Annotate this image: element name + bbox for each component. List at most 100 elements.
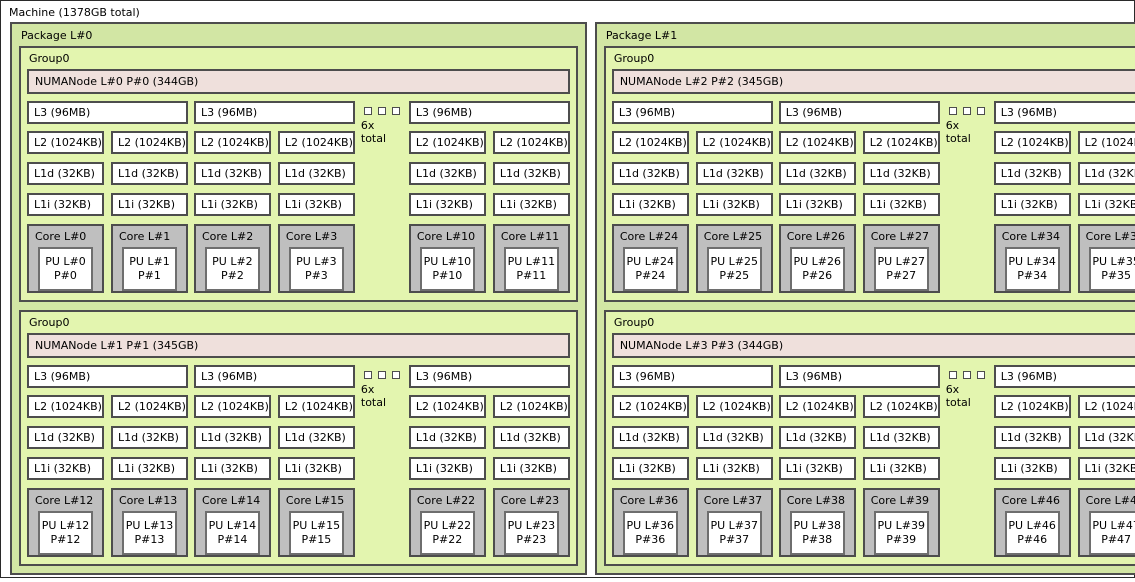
l3-cache-label: L3 (96MB) bbox=[1000, 106, 1057, 119]
pu-label-logical: PU L#22 bbox=[423, 519, 472, 532]
core-column: L2 (1024KB)L1d (32KB)L1i (32KB)Core L#12… bbox=[27, 395, 104, 557]
l2-cache-label: L2 (1024KB) bbox=[499, 400, 568, 413]
l3-cache-box: L3 (96MB) bbox=[778, 101, 940, 124]
core-label: Core L#27 bbox=[870, 230, 930, 243]
l1d-cache-label: L1d (32KB) bbox=[34, 167, 95, 180]
core-label: Core L#22 bbox=[416, 494, 476, 507]
l1i-cache-box: L1i (32KB) bbox=[695, 193, 773, 216]
l3-column: L3 (96MB)L2 (1024KB)L1d (32KB)L1i (32KB)… bbox=[408, 101, 570, 293]
l1d-cache-box: L1d (32KB) bbox=[993, 162, 1071, 185]
core-column: L2 (1024KB)L1d (32KB)L1i (32KB)Core L#46… bbox=[993, 395, 1071, 557]
core-label: Core L#0 bbox=[35, 230, 87, 243]
l1i-cache-label: L1i (32KB) bbox=[618, 198, 676, 211]
pu-label-physical: P#13 bbox=[134, 533, 165, 546]
l2-cache-label: L2 (1024KB) bbox=[1000, 136, 1069, 149]
l1i-cache-box: L1i (32KB) bbox=[408, 193, 486, 216]
pu-label-logical: PU L#0 bbox=[45, 255, 86, 268]
core-label: Core L#15 bbox=[285, 494, 345, 507]
pu-label-logical: PU L#38 bbox=[793, 519, 841, 532]
l1d-cache-box: L1d (32KB) bbox=[695, 162, 773, 185]
pu-label-logical: PU L#3 bbox=[296, 255, 337, 268]
pu-box: PU L#35P#35 bbox=[1088, 247, 1135, 291]
l2-cache-label: L2 (1024KB) bbox=[117, 136, 186, 149]
core-label: Core L#25 bbox=[703, 230, 763, 243]
l2-cache-box: L2 (1024KB) bbox=[1077, 131, 1135, 154]
l3-column: L3 (96MB)L2 (1024KB)L1d (32KB)L1i (32KB)… bbox=[193, 365, 355, 557]
core-column: L2 (1024KB)L1d (32KB)L1i (32KB)Core L#39… bbox=[862, 395, 940, 557]
pu-label-logical: PU L#34 bbox=[1008, 255, 1056, 268]
l1i-cache-box: L1i (32KB) bbox=[1077, 193, 1135, 216]
l2-cache-box: L2 (1024KB) bbox=[110, 131, 188, 154]
l2-cache-label: L2 (1024KB) bbox=[785, 136, 854, 149]
l1d-cache-label: L1d (32KB) bbox=[702, 431, 764, 444]
l1d-cache-label: L1d (32KB) bbox=[200, 167, 262, 180]
l1d-cache-label: L1d (32KB) bbox=[415, 167, 477, 180]
pu-label-physical: P#11 bbox=[516, 269, 547, 282]
l1i-cache-box: L1i (32KB) bbox=[611, 457, 689, 480]
pu-label-physical: P#38 bbox=[802, 533, 833, 546]
ellipsis-square-icon bbox=[391, 371, 400, 379]
numanode-label: NUMANode L#2 P#2 (345GB) bbox=[619, 75, 784, 88]
pu-label-logical: PU L#26 bbox=[793, 255, 841, 268]
l1i-cache-label: L1i (32KB) bbox=[200, 198, 258, 211]
l2-cache-label: L2 (1024KB) bbox=[618, 400, 687, 413]
l2-cache-label: L2 (1024KB) bbox=[415, 400, 484, 413]
l2-cache-label: L2 (1024KB) bbox=[1000, 400, 1069, 413]
l1d-cache-box: L1d (32KB) bbox=[408, 426, 486, 449]
l1d-cache-box: L1d (32KB) bbox=[993, 426, 1071, 449]
core-column: L2 (1024KB)L1d (32KB)L1i (32KB)Core L#13… bbox=[110, 395, 188, 557]
l1d-cache-label: L1d (32KB) bbox=[869, 431, 931, 444]
l1d-cache-box: L1d (32KB) bbox=[862, 162, 940, 185]
l3-cache-box: L3 (96MB) bbox=[27, 365, 188, 388]
l1i-cache-box: L1i (32KB) bbox=[862, 193, 940, 216]
core-column: L2 (1024KB)L1d (32KB)L1i (32KB)Core L#15… bbox=[277, 395, 355, 557]
l3-column: L3 (96MB) L2 (1024KB) L1d (32KB) L1i (32KB)… bbox=[778, 101, 940, 293]
l1d-cache-box: L1d (32KB) bbox=[110, 426, 188, 449]
l1d-cache-box: L1d (32KB) bbox=[611, 426, 689, 449]
pu-label-logical: PU L#37 bbox=[710, 519, 759, 532]
l3-cache-box: L3 (96MB) bbox=[27, 101, 188, 124]
l2-cache-box: L2 (1024KB) bbox=[611, 131, 689, 154]
l1i-cache-box: L1i (32KB) bbox=[611, 193, 689, 216]
l1i-cache-box: L1i (32KB) bbox=[193, 193, 271, 216]
l1i-cache-box: L1i (32KB) bbox=[408, 457, 486, 480]
pu-label-physical: P#25 bbox=[719, 269, 750, 282]
l1d-cache-label: L1d (32KB) bbox=[284, 431, 346, 444]
l2-cache-box: L2 (1024KB) bbox=[611, 395, 689, 418]
core-column: L2 (1024KB) L1d (32KB) L1i (32KB) Core L#22… bbox=[408, 395, 486, 557]
pu-label-logical: PU L#47 bbox=[1092, 519, 1135, 532]
l1i-cache-box: L1i (32KB) bbox=[993, 193, 1071, 216]
l2-cache-label: L2 (1024KB) bbox=[415, 136, 484, 149]
l1i-cache-label: L1i (32KB) bbox=[785, 462, 843, 475]
l1d-cache-box: L1d (32KB) bbox=[695, 426, 773, 449]
group-label: Group0 bbox=[29, 52, 70, 65]
l2-cache-box: L2 (1024KB) bbox=[993, 395, 1071, 418]
l1i-cache-label: L1i (32KB) bbox=[702, 198, 760, 211]
l3-column: L3 (96MB)L2 (1024KB)L1d (32KB)L1i (32KB)… bbox=[778, 365, 940, 557]
core-label: Core L#14 bbox=[201, 494, 261, 507]
l1i-cache-box: L1i (32KB) bbox=[778, 457, 856, 480]
pu-label-physical: P#26 bbox=[802, 269, 833, 282]
core-columns: L2 (1024KB)L1d (32KB)L1i (32KB)Core L#10… bbox=[408, 131, 570, 293]
core-label: Core L#12 bbox=[35, 494, 94, 507]
core-label: Core L#11 bbox=[500, 230, 560, 243]
l1d-cache-label: L1d (32KB) bbox=[618, 167, 680, 180]
pu-label-physical: P#34 bbox=[1017, 269, 1048, 282]
ellipsis-block: 6x total bbox=[946, 365, 988, 557]
core-label: Core L#37 bbox=[703, 494, 763, 507]
ellipsis-square-icon bbox=[377, 371, 386, 379]
l1i-cache-label: L1i (32KB) bbox=[117, 462, 175, 475]
core-column: L2 (1024KB)L1d (32KB)L1i (32KB)Core L#34… bbox=[993, 131, 1071, 293]
ellipsis-block: 6x total bbox=[361, 101, 403, 293]
